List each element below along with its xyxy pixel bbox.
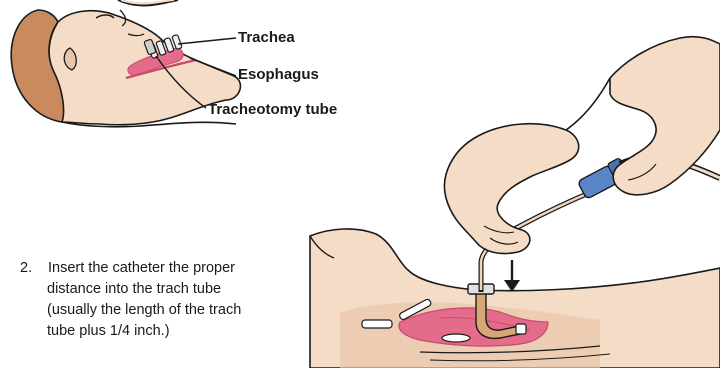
left-hand bbox=[444, 124, 578, 254]
instruction-line-2: distance into the trach tube bbox=[20, 279, 320, 300]
instruction-line-3: (usually the length of the trach bbox=[20, 300, 320, 321]
trachea-label: Trachea bbox=[238, 29, 295, 46]
patient-head-inset bbox=[11, 0, 240, 127]
step-number: 2. bbox=[20, 258, 32, 279]
catheter-insertion-scene bbox=[310, 37, 720, 368]
instruction-line-1: Insert the catheter the proper bbox=[20, 258, 320, 279]
step-instruction: 2. Insert the catheter the proper distan… bbox=[20, 258, 320, 342]
esophagus-label: Esophagus bbox=[238, 66, 319, 83]
tracheotomy-tube-label: Tracheotomy tube bbox=[208, 101, 337, 118]
instruction-line-4: tube plus 1/4 inch.) bbox=[20, 321, 320, 342]
